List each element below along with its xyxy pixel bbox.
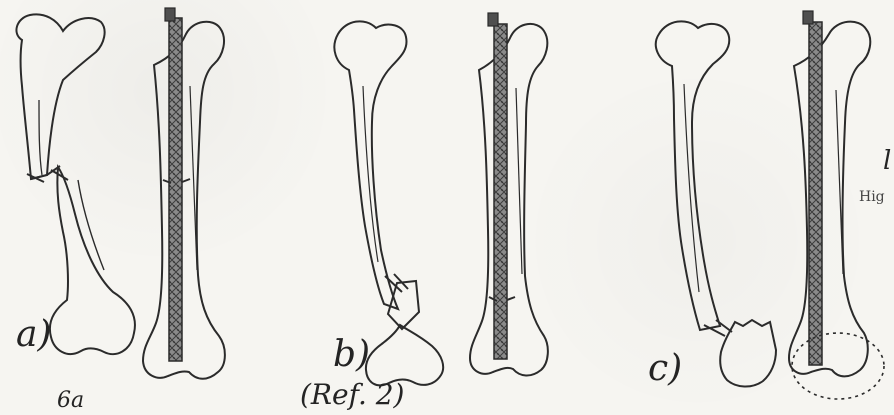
side-text: Hig: [859, 189, 885, 205]
rod-cap: [488, 13, 498, 26]
rod-cap: [803, 11, 813, 24]
figure-note-6a: 6a: [57, 388, 84, 413]
rod-cap: [165, 8, 175, 21]
bone-a-left-unfixed: [16, 14, 135, 354]
bone-outline: [334, 21, 406, 309]
dashed-resection-outline: [792, 333, 884, 399]
bone-a-right-fixed: [143, 8, 225, 379]
reference-label: (Ref. 2): [300, 378, 404, 411]
bone-inner-line: [516, 88, 522, 274]
bone-outline: [656, 21, 729, 330]
bone-c-right-fixed: [789, 11, 884, 399]
bone-inner-line: [363, 86, 378, 262]
group-c: c) l Hig: [648, 11, 891, 399]
bone-outline: [143, 22, 225, 379]
bone-b-right-fixed: [470, 13, 548, 376]
intramedullary-rod: [494, 24, 507, 359]
label-c: c): [648, 348, 682, 389]
bone-lower-fragment: [366, 325, 443, 385]
group-a: a) 6a: [16, 8, 225, 413]
bone-fracture-fragment: [388, 281, 419, 329]
label-a: a): [16, 314, 52, 355]
bone-c-left-unfixed: [656, 21, 776, 386]
bone-outline: [470, 24, 548, 376]
bone-inner-line: [190, 86, 197, 270]
bone-lower-inner-line: [78, 180, 104, 270]
bone-lower-fragment: [50, 167, 135, 354]
side-letter: l: [883, 146, 891, 176]
bone-inner-line: [836, 90, 843, 274]
label-b: b): [333, 334, 370, 375]
bone-inner-line: [39, 100, 42, 175]
group-b: b) (Ref. 2): [300, 13, 548, 411]
intramedullary-rod: [169, 18, 182, 361]
bone-b-left-unfixed: [334, 21, 443, 385]
intramedullary-rod: [809, 22, 822, 365]
bone-outline: [16, 14, 104, 179]
